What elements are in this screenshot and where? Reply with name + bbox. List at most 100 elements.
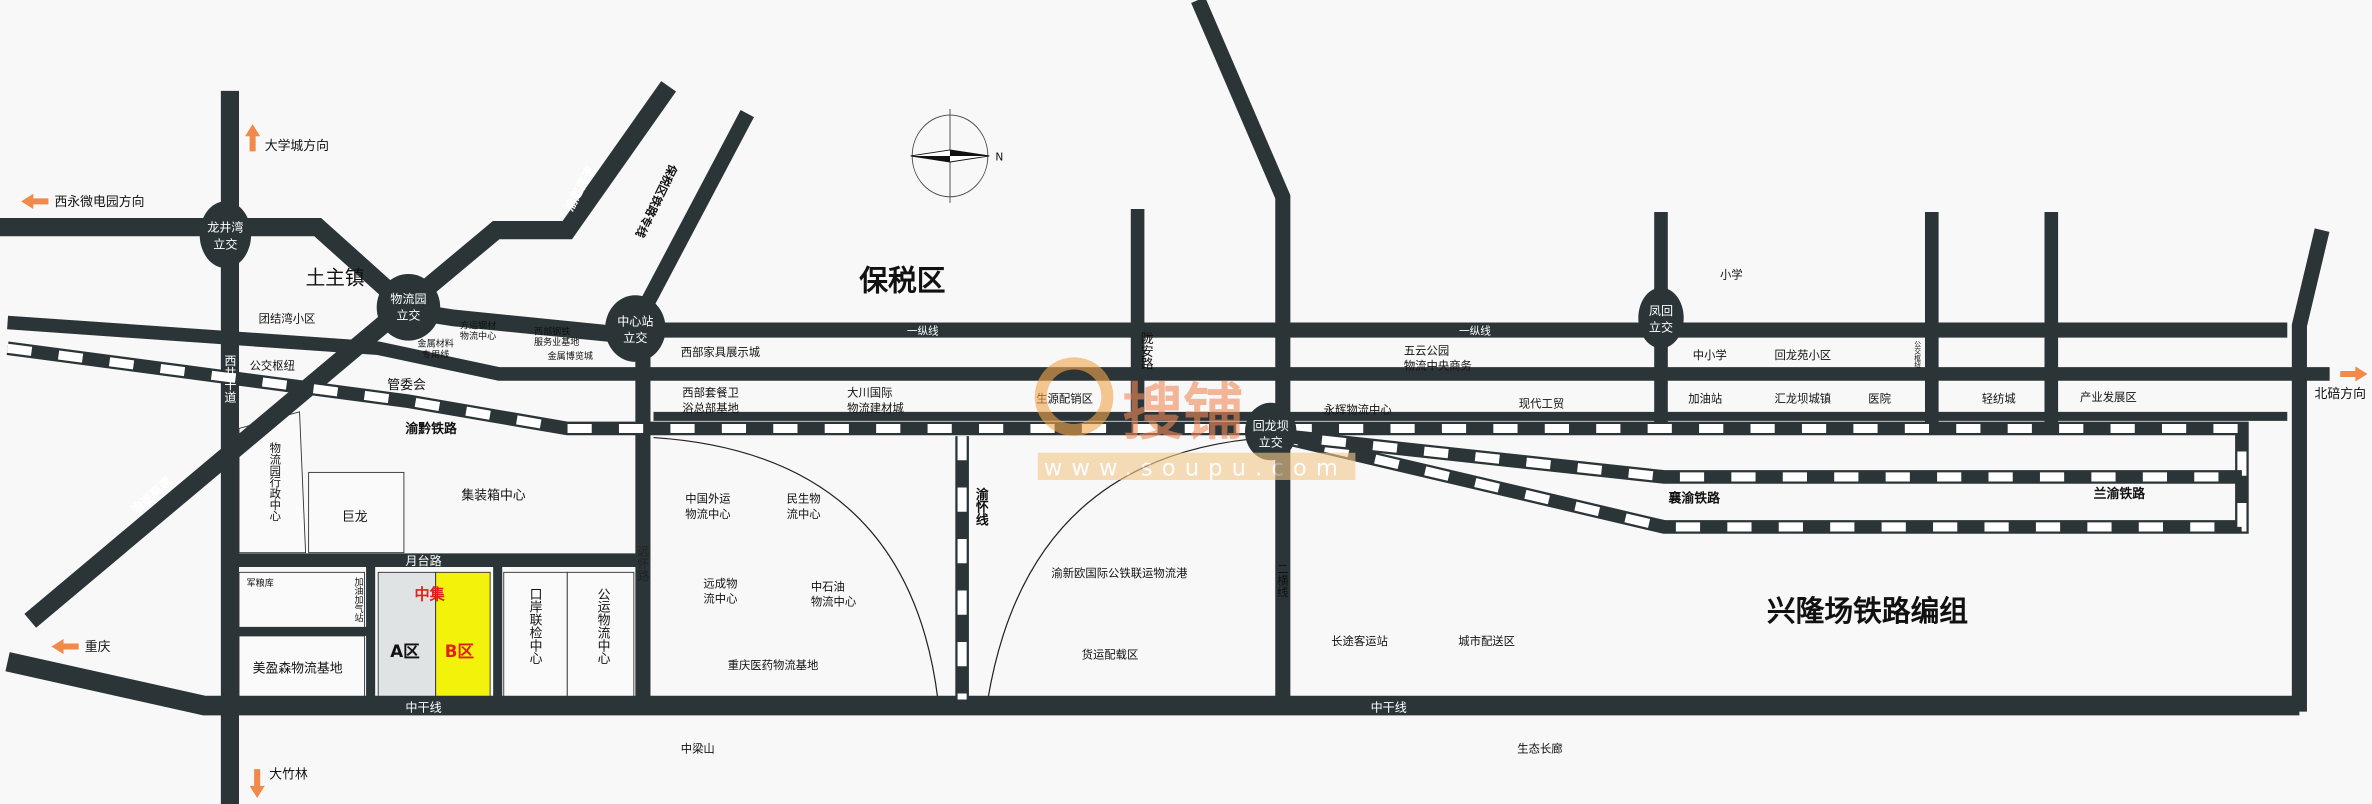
place-label: 金属材料 — [418, 338, 454, 350]
watermark: 搜铺 www.soupu.com — [1034, 357, 1356, 481]
area-label: 兴隆场铁路编组 — [1767, 594, 1968, 628]
place-label: 公运物流中心 — [595, 587, 610, 665]
place-label: 医院 — [1868, 392, 1891, 406]
spur-line-west — [653, 436, 939, 700]
place-label: 专用线 — [422, 348, 449, 360]
railway-label: 渝怀线 — [973, 487, 988, 528]
direction-daxuecheng: 大学城方向 — [265, 138, 329, 154]
place-label: 集装箱中心 — [461, 488, 525, 504]
place-label: 公交枢纽 — [1913, 341, 1921, 368]
zhonggan-road — [5, 652, 2300, 716]
zone-b-label: B区 — [445, 642, 475, 661]
erheng-road — [1191, 0, 1291, 712]
place-label: 团结湾小区 — [259, 312, 316, 326]
place-label: 物流中央商务 — [1404, 358, 1472, 372]
wuliuyuan-interchange[interactable]: 物流园 立交 — [376, 274, 441, 341]
second-horizontal-road — [7, 315, 2330, 381]
east-road — [2291, 228, 2330, 712]
interchange-label: 物流园 — [390, 292, 426, 306]
place-label: 中梁山 — [681, 742, 715, 756]
place-label: 回龙苑小区 — [1774, 348, 1831, 362]
place-label: 加油站 — [1688, 392, 1722, 406]
gongyun-block — [566, 571, 635, 700]
watermark-url: www.soupu.com — [1044, 455, 1347, 481]
railways — [6, 341, 2249, 700]
place-label: 西部家具展示城 — [681, 345, 760, 359]
place-label: 中小学 — [1693, 348, 1727, 362]
place-label: 方运钢材 — [460, 320, 496, 332]
direction-beibei: 北碚方向 — [2315, 386, 2366, 402]
compass-icon: N — [910, 109, 1003, 203]
interchange-label: 中心站 — [617, 314, 653, 329]
road-label: 远怀路 — [636, 545, 650, 582]
place-label: 长途客运站 — [1331, 634, 1388, 648]
arrow-left-icon — [51, 638, 79, 655]
place-label: 小学 — [1720, 268, 1743, 282]
direction-chongqing: 重庆 — [85, 639, 111, 655]
road-label: 中干线 — [1371, 700, 1407, 715]
xiangyu-railway — [1270, 430, 2242, 482]
railway-label: 兰渝铁路 — [2094, 486, 2146, 502]
place-label: 物流建材城 — [847, 401, 904, 415]
road-label: 中干线 — [405, 700, 441, 715]
zhongxinzhan-interchange[interactable]: 中心站 立交 — [605, 295, 666, 362]
place-label: 物流中心 — [685, 507, 730, 521]
place-label: 汇龙坝城镇 — [1774, 392, 1831, 406]
place-label: 流中心 — [787, 507, 821, 521]
road-label: 二横线 — [1276, 563, 1290, 597]
interchange-label: 立交 — [623, 330, 647, 345]
compass-north-label: N — [995, 151, 1003, 163]
interchange-label: 立交 — [1259, 435, 1283, 450]
place-label: 浴总部基地 — [682, 401, 739, 415]
place-label: 城市配送区 — [1458, 634, 1515, 648]
place-label: 公交枢纽 — [250, 358, 295, 372]
place-label: 重庆医药物流基地 — [728, 658, 819, 672]
place-label: 远成物 — [703, 576, 737, 590]
granary-block — [238, 571, 366, 629]
place-label: 生态长廊 — [1517, 742, 1562, 756]
road-label: 一纵线 — [1459, 325, 1491, 338]
place-label: 中石油 — [811, 580, 845, 594]
arrow-down-icon — [249, 769, 265, 798]
interchanges: 龙井湾 立交 物流园 立交 中心站 立交 凤回 立交 回龙坝 立交 — [199, 201, 1684, 461]
railway-label: 渝黔铁路 — [405, 421, 457, 437]
direction-dazhulin: 大竹林 — [269, 767, 308, 782]
interchange-label: 凤回 — [1649, 304, 1673, 318]
area-label: 土主镇 — [306, 267, 365, 290]
place-label: 永辉物流中心 — [1324, 402, 1392, 416]
port-inspection-block — [503, 571, 568, 700]
place-label: 产业发展区 — [2080, 390, 2137, 404]
direction-xiyong: 西永微电园方向 — [54, 194, 144, 210]
interchange-label: 立交 — [213, 236, 237, 251]
place-label: 大川国际 — [847, 386, 892, 400]
place-label: 物流园行政中心 — [268, 441, 282, 522]
zone-a-label: A区 — [390, 642, 420, 661]
place-label: 五云公园 — [1404, 343, 1449, 357]
road-label: 陇安路 — [1138, 332, 1153, 371]
place-label: 物流中心 — [460, 330, 496, 342]
railway-label: 襄渝铁路 — [1668, 491, 1721, 507]
place-label: 西部套餐卫 — [682, 386, 739, 400]
place-label: 军粮库 — [247, 577, 274, 589]
direction-arrows: 大学城方向 西永微电园方向 重庆 大竹林 北碚方向 — [21, 124, 2368, 798]
interchange-label: 龙井湾 — [207, 220, 243, 235]
place-label: 物流中心 — [811, 595, 856, 609]
place-label: 货运配载区 — [1082, 648, 1139, 662]
place-label: 中国外运 — [685, 492, 730, 506]
fenghui-interchange[interactable]: 凤回 立交 — [1638, 287, 1684, 349]
place-label: 轻纺城 — [1982, 392, 2016, 406]
interchange-label: 立交 — [396, 307, 420, 322]
longjingwan-interchange[interactable]: 龙井湾 立交 — [199, 201, 252, 268]
area-label: 保税区 — [859, 264, 945, 298]
zone-b-block[interactable] — [435, 571, 491, 700]
huilongba-interchange[interactable]: 回龙坝 立交 — [1244, 402, 1297, 461]
place-label: 流中心 — [703, 592, 737, 606]
watermark-logo-icon — [1034, 357, 1114, 437]
yusui-expressway — [24, 81, 677, 628]
area-labels: 土主镇 保税区 兴隆场铁路编组 团结湾小区 公交枢纽 管委会 方运钢材 物流中心… — [247, 264, 2137, 756]
road-label: 西井干道 — [223, 354, 237, 402]
place-label: 金属博览城 — [548, 350, 593, 362]
interchange-label: 立交 — [1649, 320, 1673, 335]
